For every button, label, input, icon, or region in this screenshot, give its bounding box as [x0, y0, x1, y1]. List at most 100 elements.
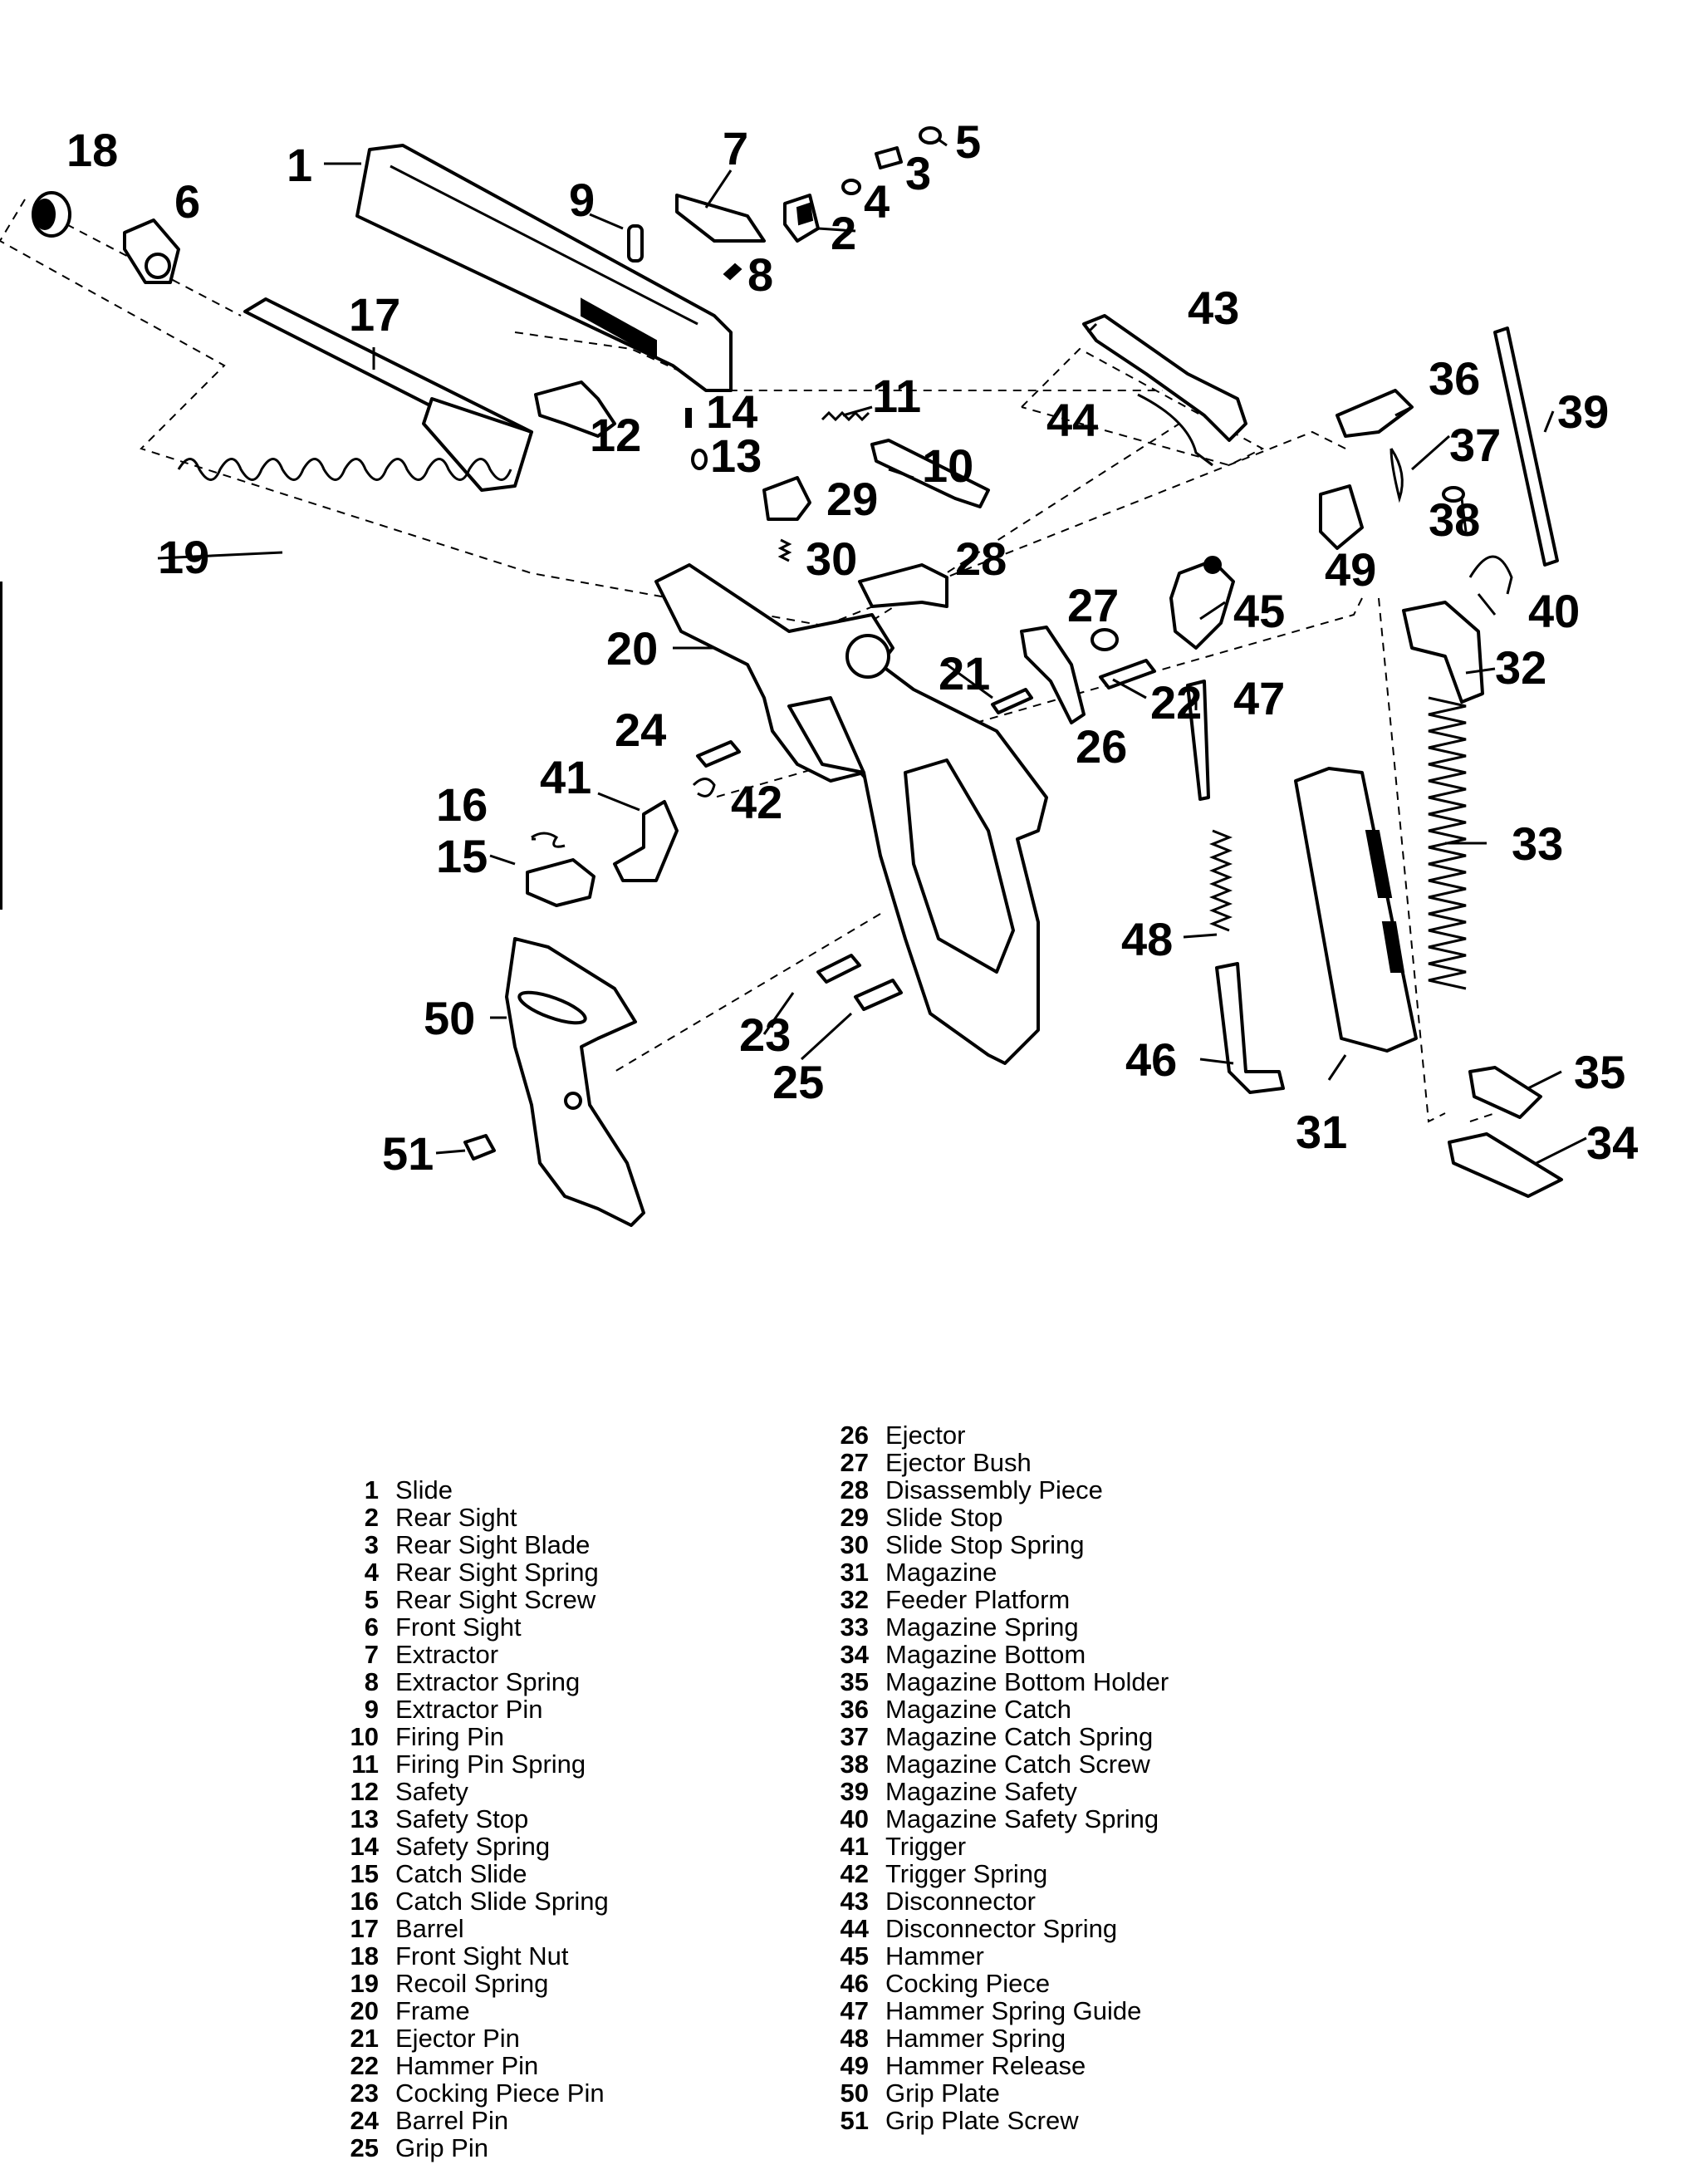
legend-part-name: Cocking Piece Pin: [395, 2078, 605, 2108]
callout-47: 47: [1233, 672, 1285, 724]
legend-part-number: 23: [350, 2078, 379, 2108]
legend-part-number: 5: [364, 1585, 379, 1614]
legend-part-number: 47: [840, 1996, 869, 2025]
legend-part-name: Frame: [395, 1996, 470, 2025]
part-8-extractor-spring: [723, 263, 743, 281]
legend-row: 23 Cocking Piece Pin: [332, 2079, 609, 2107]
callout-21: 21: [939, 647, 990, 699]
legend-part-name: Rear Sight: [395, 1503, 517, 1532]
callout-35: 35: [1574, 1046, 1625, 1098]
legend-part-name: Ejector Pin: [395, 2024, 520, 2053]
part-7-extractor: [675, 194, 766, 243]
legend-part-name: Slide: [395, 1475, 453, 1504]
exploded-diagram: 1 2 3 4 5 6 7 8 9 10 11 12 13 14 15 16 1…: [0, 115, 1638, 1227]
legend-row: 47 Hammer Spring Guide: [822, 1997, 1169, 2024]
legend-part-name: Front Sight Nut: [395, 1941, 569, 1971]
callout-34: 34: [1586, 1117, 1638, 1169]
legend-part-number: 21: [350, 2024, 379, 2053]
callout-9: 9: [569, 174, 595, 226]
part-14-safety-spring: [685, 408, 692, 428]
legend-part-name: Feeder Platform: [885, 1585, 1071, 1614]
legend-part-name: Disconnector Spring: [885, 1914, 1118, 1943]
part-49-hammer-release: [1319, 484, 1364, 550]
legend-part-name: Magazine Bottom: [885, 1640, 1086, 1669]
legend-part-name: Magazine Safety Spring: [885, 1804, 1159, 1833]
legend-part-name: Cocking Piece: [885, 1969, 1051, 1998]
callout-36: 36: [1429, 352, 1480, 405]
part-13-safety-stop: [691, 449, 708, 470]
legend-part-name: Disconnector: [885, 1887, 1036, 1916]
legend-part-number: 42: [840, 1859, 869, 1888]
legend-part-number: 25: [350, 2133, 379, 2162]
callout-27: 27: [1067, 579, 1119, 631]
legend-part-name: Hammer: [885, 1941, 984, 1971]
legend-part-name: Extractor Spring: [395, 1667, 581, 1696]
callout-13: 13: [710, 429, 762, 482]
legend-part-name: Magazine Catch: [885, 1695, 1072, 1724]
callout-43: 43: [1188, 282, 1239, 334]
legend-part-number: 33: [840, 1612, 869, 1642]
part-12-safety: [534, 380, 616, 438]
part-36-magazine-catch: [1336, 389, 1414, 438]
legend-part-name: Magazine Safety: [885, 1777, 1077, 1806]
legend-part-number: 7: [364, 1640, 379, 1669]
callout-20: 20: [606, 622, 658, 675]
part-48-hammer-spring: [1208, 829, 1233, 932]
callout-45: 45: [1233, 585, 1285, 637]
legend-part-name: Rear Sight Screw: [395, 1585, 596, 1614]
legend-part-number: 31: [840, 1558, 869, 1587]
legend-part-name: Trigger Spring: [885, 1859, 1048, 1888]
callout-26: 26: [1076, 720, 1127, 773]
part-44-disconnector-spring: [1137, 393, 1213, 467]
legend-part-number: 44: [840, 1914, 869, 1943]
part-15-catch-slide: [526, 858, 595, 907]
part-39-magazine-safety: [1493, 326, 1559, 567]
part-10-firing-pin: [870, 439, 990, 508]
part-31-magazine: [1294, 767, 1418, 1053]
legend-part-name: Recoil Spring: [395, 1969, 549, 1998]
legend-part-number: 20: [350, 1996, 379, 2025]
legend-row: 21 Ejector Pin: [332, 2024, 609, 2052]
legend-part-name: Catch Slide: [395, 1859, 527, 1888]
callout-6: 6: [174, 175, 200, 228]
part-19-recoil-spring: [177, 458, 512, 481]
callout-7: 7: [723, 122, 748, 174]
callout-3: 3: [905, 147, 931, 199]
legend-part-number: 29: [840, 1503, 869, 1532]
callout-10: 10: [922, 439, 973, 492]
part-3-rear-sight-blade: [875, 146, 903, 169]
callout-28: 28: [955, 533, 1007, 585]
legend-row: 43 Disconnector: [822, 1887, 1169, 1915]
callout-8: 8: [747, 248, 773, 301]
callout-14: 14: [706, 385, 757, 438]
legend-part-name: Grip Plate Screw: [885, 2106, 1079, 2135]
part-32-feeder-platform: [1402, 601, 1484, 704]
legend-part-number: 43: [840, 1887, 869, 1916]
legend-part-name: Hammer Release: [885, 2051, 1086, 2080]
callout-39: 39: [1557, 385, 1609, 438]
legend-part-name: Hammer Pin: [395, 2051, 539, 2080]
legend-part-name: Hammer Spring Guide: [885, 1996, 1142, 2025]
part-1-slide: [355, 144, 733, 392]
legend-part-name: Hammer Spring: [885, 2024, 1066, 2053]
